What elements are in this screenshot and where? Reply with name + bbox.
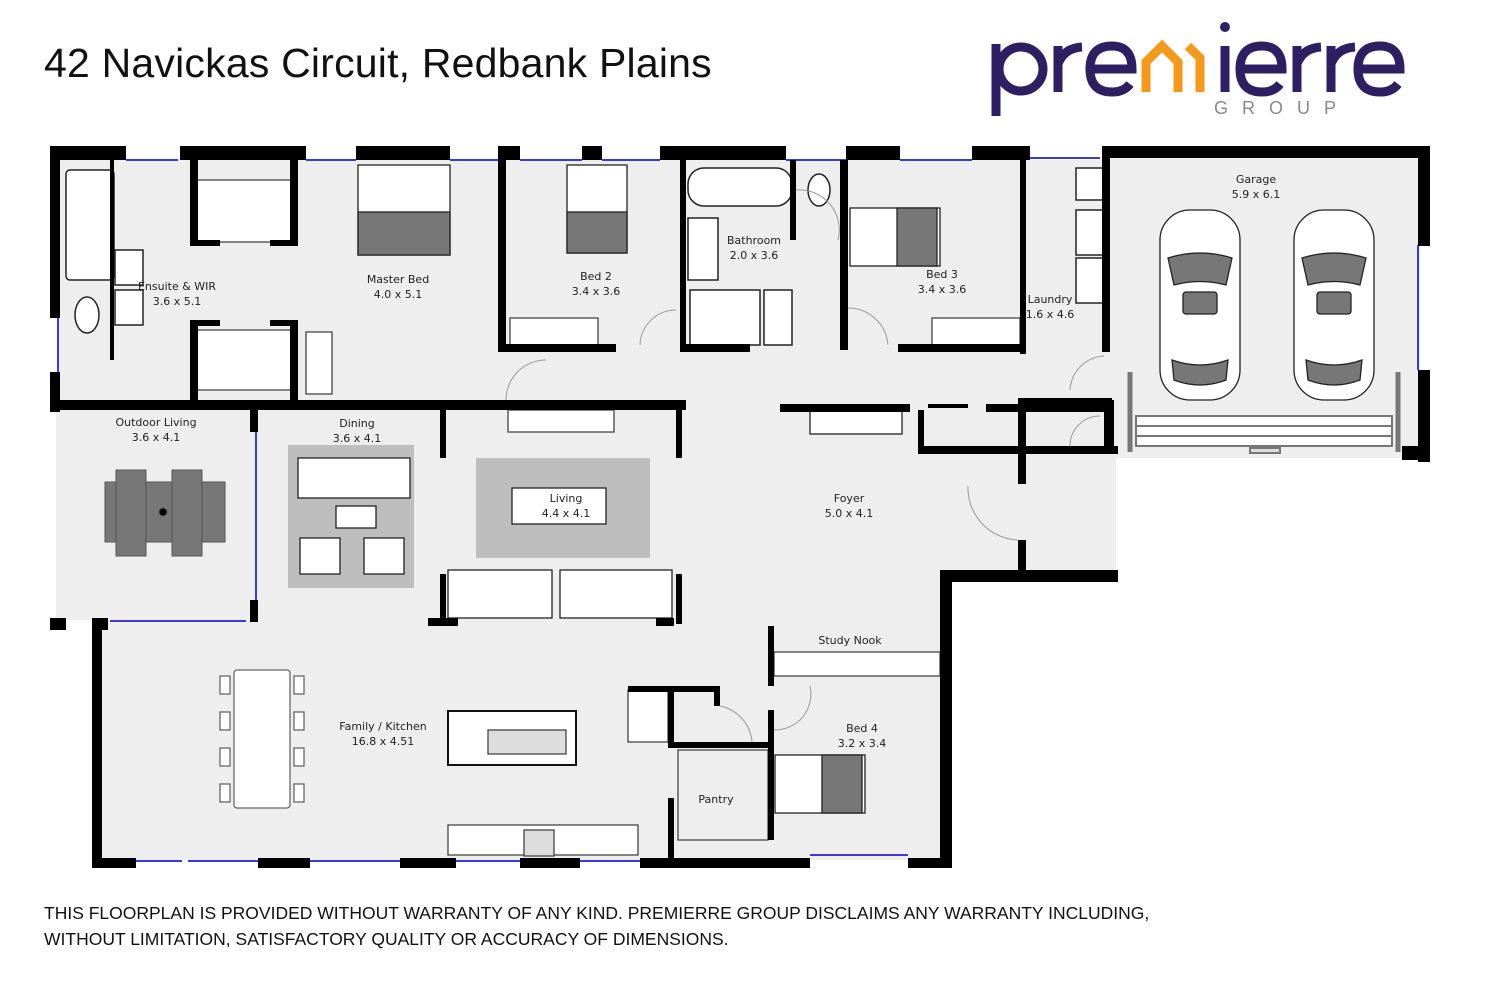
walls	[50, 146, 1430, 868]
room-size: 3.2 x 3.4	[837, 737, 887, 750]
room-label-bed-3: Bed 3 3.4 x 3.6	[918, 267, 967, 297]
room-name: Laundry	[1027, 293, 1073, 306]
room-label-ensuite-wir: Ensuite & WIR 3.6 x 5.1	[138, 279, 216, 309]
room-size: 3.4 x 3.6	[571, 285, 621, 298]
room-size: 5.9 x 6.1	[1231, 188, 1281, 201]
room-name: Bed 4	[846, 722, 878, 735]
bathroom-fixtures	[65, 167, 1107, 346]
room-label-foyer: Foyer 5.0 x 4.1	[825, 491, 874, 521]
room-size: 1.6 x 4.6	[1025, 308, 1075, 321]
room-name: Outdoor Living	[115, 416, 197, 429]
sofa-icon	[297, 409, 903, 619]
room-label-bed-2: Bed 2 3.4 x 3.6	[572, 269, 621, 299]
cabinetry	[194, 179, 1021, 857]
room-size: 16.8 x 4.51	[351, 735, 415, 748]
disclaimer-line-1: THIS FLOORPLAN IS PROVIDED WITHOUT WARRA…	[44, 903, 1150, 923]
room-name: Ensuite & WIR	[137, 280, 217, 293]
room-size: 4.0 x 5.1	[373, 288, 423, 301]
room-name: Foyer	[833, 492, 865, 505]
room-name: Bed 2	[580, 270, 612, 283]
room-name: Living	[549, 492, 583, 505]
garage-door	[1135, 415, 1393, 454]
outdoor-table-icon	[104, 469, 226, 557]
room-label-family-kitchen: Family / Kitchen 16.8 x 4.51	[339, 719, 426, 749]
room-label-pantry: Pantry	[698, 792, 733, 807]
room-name: Pantry	[698, 793, 734, 806]
room-name: Family / Kitchen	[339, 720, 427, 733]
room-label-dining: Dining 3.6 x 4.1	[333, 416, 382, 446]
room-label-master-bed: Master Bed 4.0 x 5.1	[367, 272, 429, 302]
room-size: 3.4 x 3.6	[917, 283, 967, 296]
room-size: 3.6 x 5.1	[152, 295, 202, 308]
logo-mark-icon	[991, 22, 1405, 116]
dining-table-icon	[219, 669, 305, 809]
room-name: Master Bed	[366, 273, 430, 286]
logo-subtitle: GROUP	[1214, 98, 1351, 118]
bed-icon	[357, 164, 941, 814]
room-name: Study Nook	[818, 634, 882, 647]
window	[57, 157, 1419, 862]
room-name: Bathroom	[726, 234, 782, 247]
room-label-outdoor-living: Outdoor Living 3.6 x 4.1	[115, 415, 196, 445]
room-label-living: Living 4.4 x 4.1	[542, 491, 591, 521]
room-label-study-nook: Study Nook	[818, 633, 881, 648]
room-label-bathroom: Bathroom 2.0 x 3.6	[727, 233, 781, 263]
room-name: Dining	[339, 417, 375, 430]
premierre-group-logo: GROUP	[988, 14, 1408, 124]
room-size: 5.0 x 4.1	[824, 507, 874, 520]
door-icon	[505, 189, 1105, 743]
car-icon	[1159, 209, 1375, 401]
room-size: 4.4 x 4.1	[541, 507, 591, 520]
disclaimer: THIS FLOORPLAN IS PROVIDED WITHOUT WARRA…	[44, 900, 1149, 952]
room-label-garage: Garage 5.9 x 6.1	[1232, 172, 1281, 202]
disclaimer-line-2: WITHOUT LIMITATION, SATISFACTORY QUALITY…	[44, 929, 729, 949]
room-label-laundry: Laundry 1.6 x 4.6	[1026, 292, 1075, 322]
property-address-title: 42 Navickas Circuit, Redbank Plains	[44, 40, 712, 86]
room-size: 3.6 x 4.1	[332, 432, 382, 445]
room-label-bed-4: Bed 4 3.2 x 3.4	[838, 721, 887, 751]
room-size: 2.0 x 3.6	[729, 249, 779, 262]
room-size: 3.6 x 4.1	[131, 431, 181, 444]
room-name: Bed 3	[926, 268, 958, 281]
room-name: Garage	[1235, 173, 1277, 186]
